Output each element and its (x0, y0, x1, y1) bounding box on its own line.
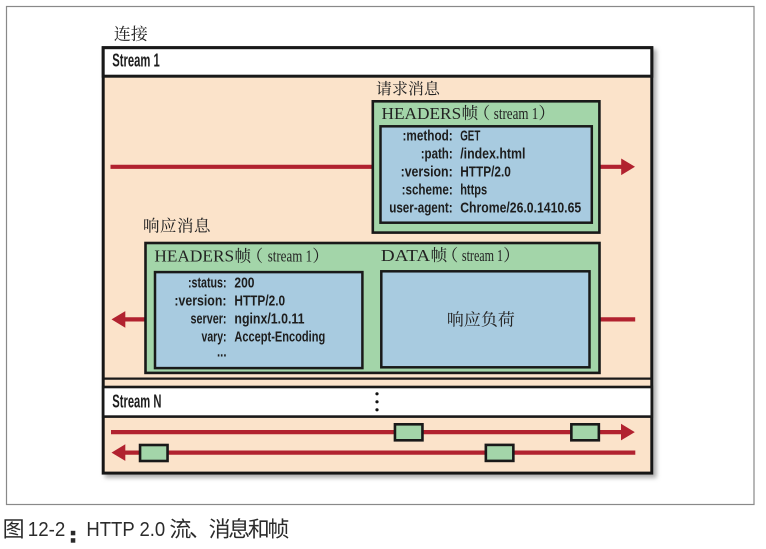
svg-text:stream 1: stream 1 (268, 247, 312, 266)
svg-text:12-2: 12-2 (28, 519, 66, 541)
svg-text:vary:: vary: (202, 328, 227, 345)
svg-text::version:: :version: (174, 292, 226, 309)
svg-text:HTTP/2.0: HTTP/2.0 (234, 292, 285, 309)
svg-text:...: ... (217, 344, 227, 361)
svg-text:Stream N: Stream N (112, 390, 161, 411)
svg-text:Accept-Encoding: Accept-Encoding (234, 328, 325, 345)
svg-text:HEADERS: HEADERS (382, 104, 462, 123)
svg-text:user-agent:: user-agent: (389, 200, 453, 217)
svg-text::scheme:: :scheme: (402, 182, 453, 199)
svg-text:https: https (460, 182, 487, 199)
svg-text:stream 1: stream 1 (462, 246, 503, 265)
svg-text:/index.html: /index.html (460, 146, 525, 163)
svg-text:stream 1: stream 1 (494, 104, 538, 123)
svg-text:nginx/1.0.11: nginx/1.0.11 (234, 310, 304, 327)
svg-text:GET: GET (460, 128, 480, 145)
svg-text:200: 200 (234, 274, 254, 291)
svg-text:HEADERS: HEADERS (154, 247, 234, 266)
svg-text::version:: :version: (401, 164, 453, 181)
svg-text:Chrome/26.0.1410.65: Chrome/26.0.1410.65 (460, 200, 581, 217)
svg-text:Stream 1: Stream 1 (112, 49, 160, 70)
svg-text:HTTP/2.0: HTTP/2.0 (460, 164, 511, 181)
svg-text:server:: server: (191, 310, 227, 327)
svg-text:DATA: DATA (381, 246, 430, 265)
svg-text::method:: :method: (403, 128, 453, 145)
svg-text:HTTP 2.0: HTTP 2.0 (86, 519, 165, 541)
svg-text::path:: :path: (421, 146, 453, 163)
svg-text::status:: :status: (188, 274, 227, 291)
